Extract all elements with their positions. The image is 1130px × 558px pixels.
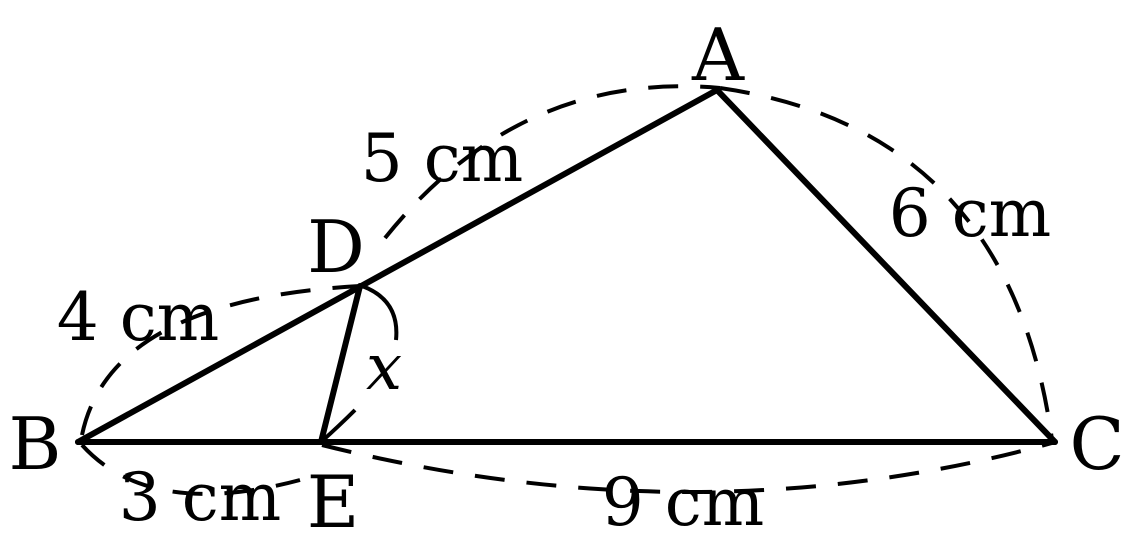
angle-label-x: x bbox=[366, 331, 402, 405]
point-label-b: B bbox=[9, 402, 62, 486]
length-label-ac: 6 cm bbox=[889, 175, 1052, 252]
side-ab bbox=[75, 87, 720, 445]
point-label-c: C bbox=[1069, 402, 1124, 486]
dashed-arc-be bbox=[80, 443, 301, 496]
angle-arc-x-lower bbox=[319, 408, 357, 444]
length-label-bd: 4 cm bbox=[57, 279, 220, 356]
angle-arc-x bbox=[361, 284, 399, 341]
segment-de bbox=[318, 283, 363, 445]
dashed-arc-ac bbox=[719, 86, 1054, 441]
point-label-a: A bbox=[691, 13, 745, 97]
length-label-ec: 9 cm bbox=[602, 464, 765, 541]
length-label-ad: 5 cm bbox=[361, 120, 524, 197]
point-label-d: D bbox=[307, 205, 365, 289]
dashed-arc-bd bbox=[80, 284, 361, 436]
dashed-arc-ad bbox=[383, 84, 721, 240]
side-ac bbox=[714, 87, 1058, 445]
length-label-be: 3 cm bbox=[119, 459, 282, 536]
point-label-e: E bbox=[307, 460, 360, 544]
dashed-arc-ec bbox=[321, 441, 1053, 494]
